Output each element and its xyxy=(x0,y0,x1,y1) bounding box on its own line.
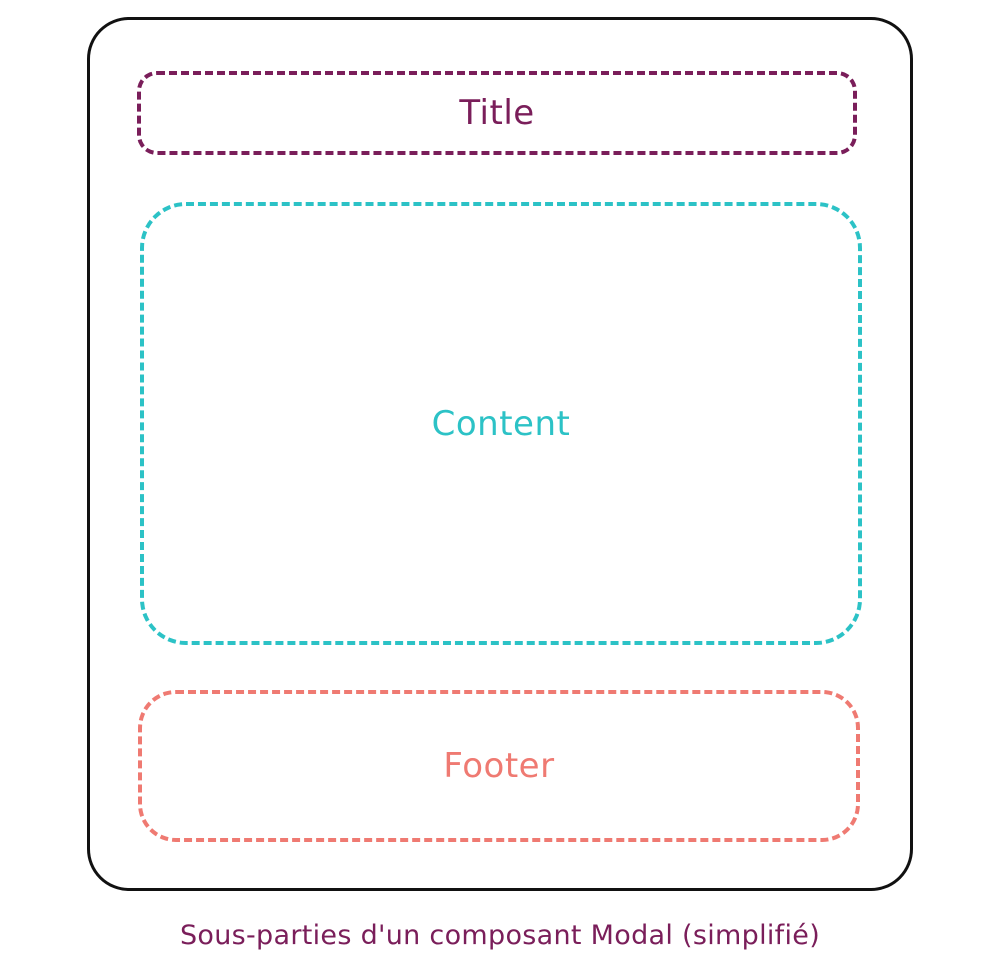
content-label: Content xyxy=(431,403,571,444)
footer-region: Footer xyxy=(138,690,860,842)
title-region: Title xyxy=(137,71,857,155)
modal-frame xyxy=(87,17,913,891)
title-label: Title xyxy=(459,93,535,133)
content-region: Content xyxy=(140,202,862,645)
footer-label: Footer xyxy=(443,746,555,786)
diagram-caption: Sous-parties d'un composant Modal (simpl… xyxy=(179,920,821,951)
